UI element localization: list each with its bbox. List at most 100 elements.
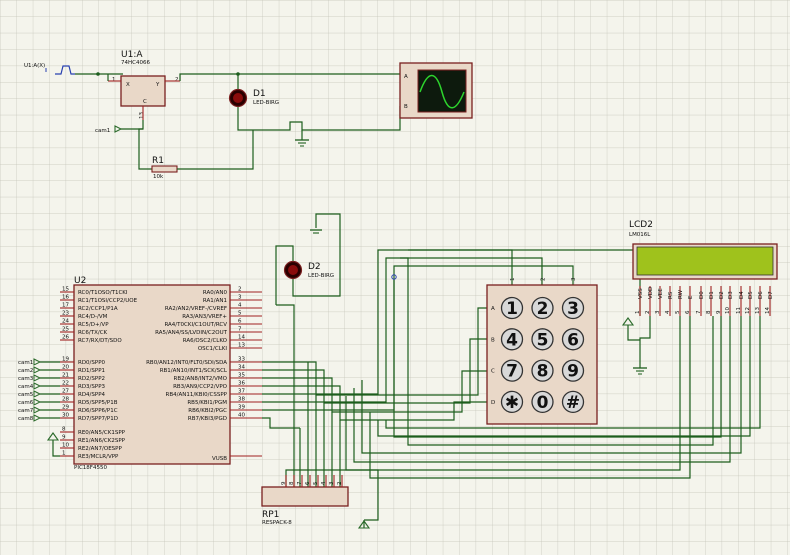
rp1-part: RESPACK-8	[262, 520, 292, 526]
terminal-icon	[114, 125, 123, 133]
junction-marker	[391, 274, 397, 280]
cam1-label: cam1	[95, 128, 110, 134]
terminal-icon	[33, 358, 42, 366]
r1-body	[151, 165, 178, 173]
d2-lens	[288, 265, 298, 275]
terminal-icon	[33, 382, 42, 390]
r1-ref: R1	[152, 156, 164, 166]
lcd-pin-name: D2	[719, 291, 725, 299]
keypad-key[interactable]	[561, 390, 585, 414]
cam-terminal-label: cam6	[18, 400, 34, 406]
keypad-key[interactable]	[561, 328, 585, 351]
keypad-key[interactable]	[531, 328, 554, 351]
keypad-row-label: C	[491, 369, 495, 375]
u2-pin-name: RE2/AN7/OESPP	[78, 446, 122, 452]
wire	[237, 106, 401, 131]
u2-pin-name: RB4/AN11/KBI0/CSSPP	[166, 392, 228, 398]
u2-pin-number: 21	[62, 373, 69, 379]
u2-pin-number: 16	[62, 295, 69, 301]
keypad-key[interactable]	[500, 390, 524, 414]
cam-terminal-label: cam4	[18, 384, 34, 390]
u2-pin-number: 40	[238, 413, 245, 419]
u2-pin-name: RD4/SPP4	[78, 392, 106, 398]
keypad-key[interactable]	[500, 296, 524, 320]
u2-pin-name: RB2/AN8/INT2/VMO	[174, 376, 228, 382]
keypad-key-label: 6	[567, 330, 579, 350]
wire	[138, 128, 152, 170]
u1-pin1: 1	[112, 77, 116, 83]
u2-pin-name: RB0/AN12/INT0/FLT0/SDI/SDA	[146, 360, 227, 366]
keypad-key-label: 7	[506, 362, 518, 382]
cam-terminal-label: cam5	[18, 392, 34, 398]
u2-pin-name: RA2/AN2/VREF-/CVREF	[165, 306, 227, 312]
d1-led[interactable]: D1 LED-BIRG	[228, 88, 280, 108]
cam-terminal-label: cam1	[18, 360, 33, 366]
keypad-key[interactable]	[561, 296, 585, 320]
keypad-key[interactable]	[561, 359, 585, 382]
lcd-lm016l[interactable]: LCD2 LM016L VSS1VDD2VEE3RS4RW5E6D07D18D2…	[629, 220, 778, 316]
terminal-icon	[33, 374, 42, 382]
keypad-key[interactable]	[531, 359, 554, 382]
square-wave-icon	[55, 65, 75, 75]
u2-pin-number: 38	[238, 397, 245, 403]
wire	[52, 440, 60, 457]
u2-pic18f4550[interactable]: U2 PIC18F4550 VUSB 15RC0/T1OSO/T1CKI16RC…	[60, 276, 262, 471]
u2-pin-number: 35	[238, 373, 245, 379]
u1-y: Y	[155, 82, 160, 88]
keypad-key-label: 9	[567, 362, 579, 382]
u1-c: C	[143, 99, 147, 105]
u2-pin-number: 24	[62, 319, 69, 325]
u2-pin-name: RD5/SPP5/P1B	[78, 400, 118, 406]
cam1-terminal[interactable]: cam1	[95, 125, 123, 134]
lcd-pin-name: RW	[678, 289, 684, 299]
junction-dot	[96, 72, 100, 76]
u2-pin-number: 14	[238, 335, 245, 341]
wire	[275, 245, 294, 305]
u2-pin-name: RA0/AN0	[203, 290, 228, 296]
keypad-key[interactable]	[531, 390, 554, 414]
u2-pin-number: 4	[238, 303, 242, 309]
u2-pin-name: RB5/KBI1/PGM	[187, 400, 227, 406]
u2-pin-number: 34	[238, 365, 245, 371]
lcd-screen	[636, 246, 774, 276]
u2-pin-name: RC4/D-/VM	[78, 314, 108, 320]
d2-led[interactable]: D2 LED-BIRG	[283, 260, 335, 280]
u2-pin-name: RC5/D+/VP	[78, 322, 109, 328]
wire	[292, 213, 341, 297]
lcd-pin-number: 5	[675, 310, 681, 314]
u2-pin-name: RB1/AN10/INT1/SCK/SCL	[160, 368, 228, 374]
u2-pin-number: 30	[62, 413, 69, 419]
u1-switch[interactable]: U1:A 74HC4066 X Y C 1 2 13	[108, 50, 180, 120]
lcd-pin-number: 11	[736, 307, 742, 314]
keypad-key[interactable]	[500, 328, 524, 351]
lcd-pins: VSS1VDD2VEE3RS4RW5E6D07D18D29D310D411D51…	[635, 286, 774, 316]
terminal-icon	[33, 390, 42, 398]
rp1-ref: RP1	[262, 510, 279, 520]
rb-bus	[262, 249, 761, 521]
keypad-row-label: B	[491, 337, 495, 343]
oscilloscope[interactable]: A B	[399, 62, 473, 119]
cam-terminal-label: cam2	[18, 368, 33, 374]
keypad-key[interactable]	[500, 359, 524, 382]
generator[interactable]: U1:A(X)	[24, 63, 75, 75]
u2-pin-number: 5	[238, 311, 242, 317]
ground-icon	[633, 367, 647, 375]
power-terminal-icon	[46, 432, 60, 441]
u2-pin-name: RC7/RX/DT/SDO	[78, 338, 122, 344]
u2-pin-name: RC2/CCP1/P1A	[78, 306, 118, 312]
u2-vusb: VUSB	[212, 456, 227, 462]
lcd-pin-number: 1	[635, 311, 641, 315]
terminal-icon	[33, 414, 42, 422]
lcd-pin-name: D0	[699, 291, 705, 299]
ground-icon	[295, 130, 309, 147]
keypad-key-label: 4	[506, 330, 518, 350]
rp1-pin-number: 8	[289, 481, 295, 485]
keypad-row-label: D	[491, 400, 495, 406]
u2-pin-number: 33	[238, 357, 245, 363]
keypad-key[interactable]	[531, 296, 554, 320]
